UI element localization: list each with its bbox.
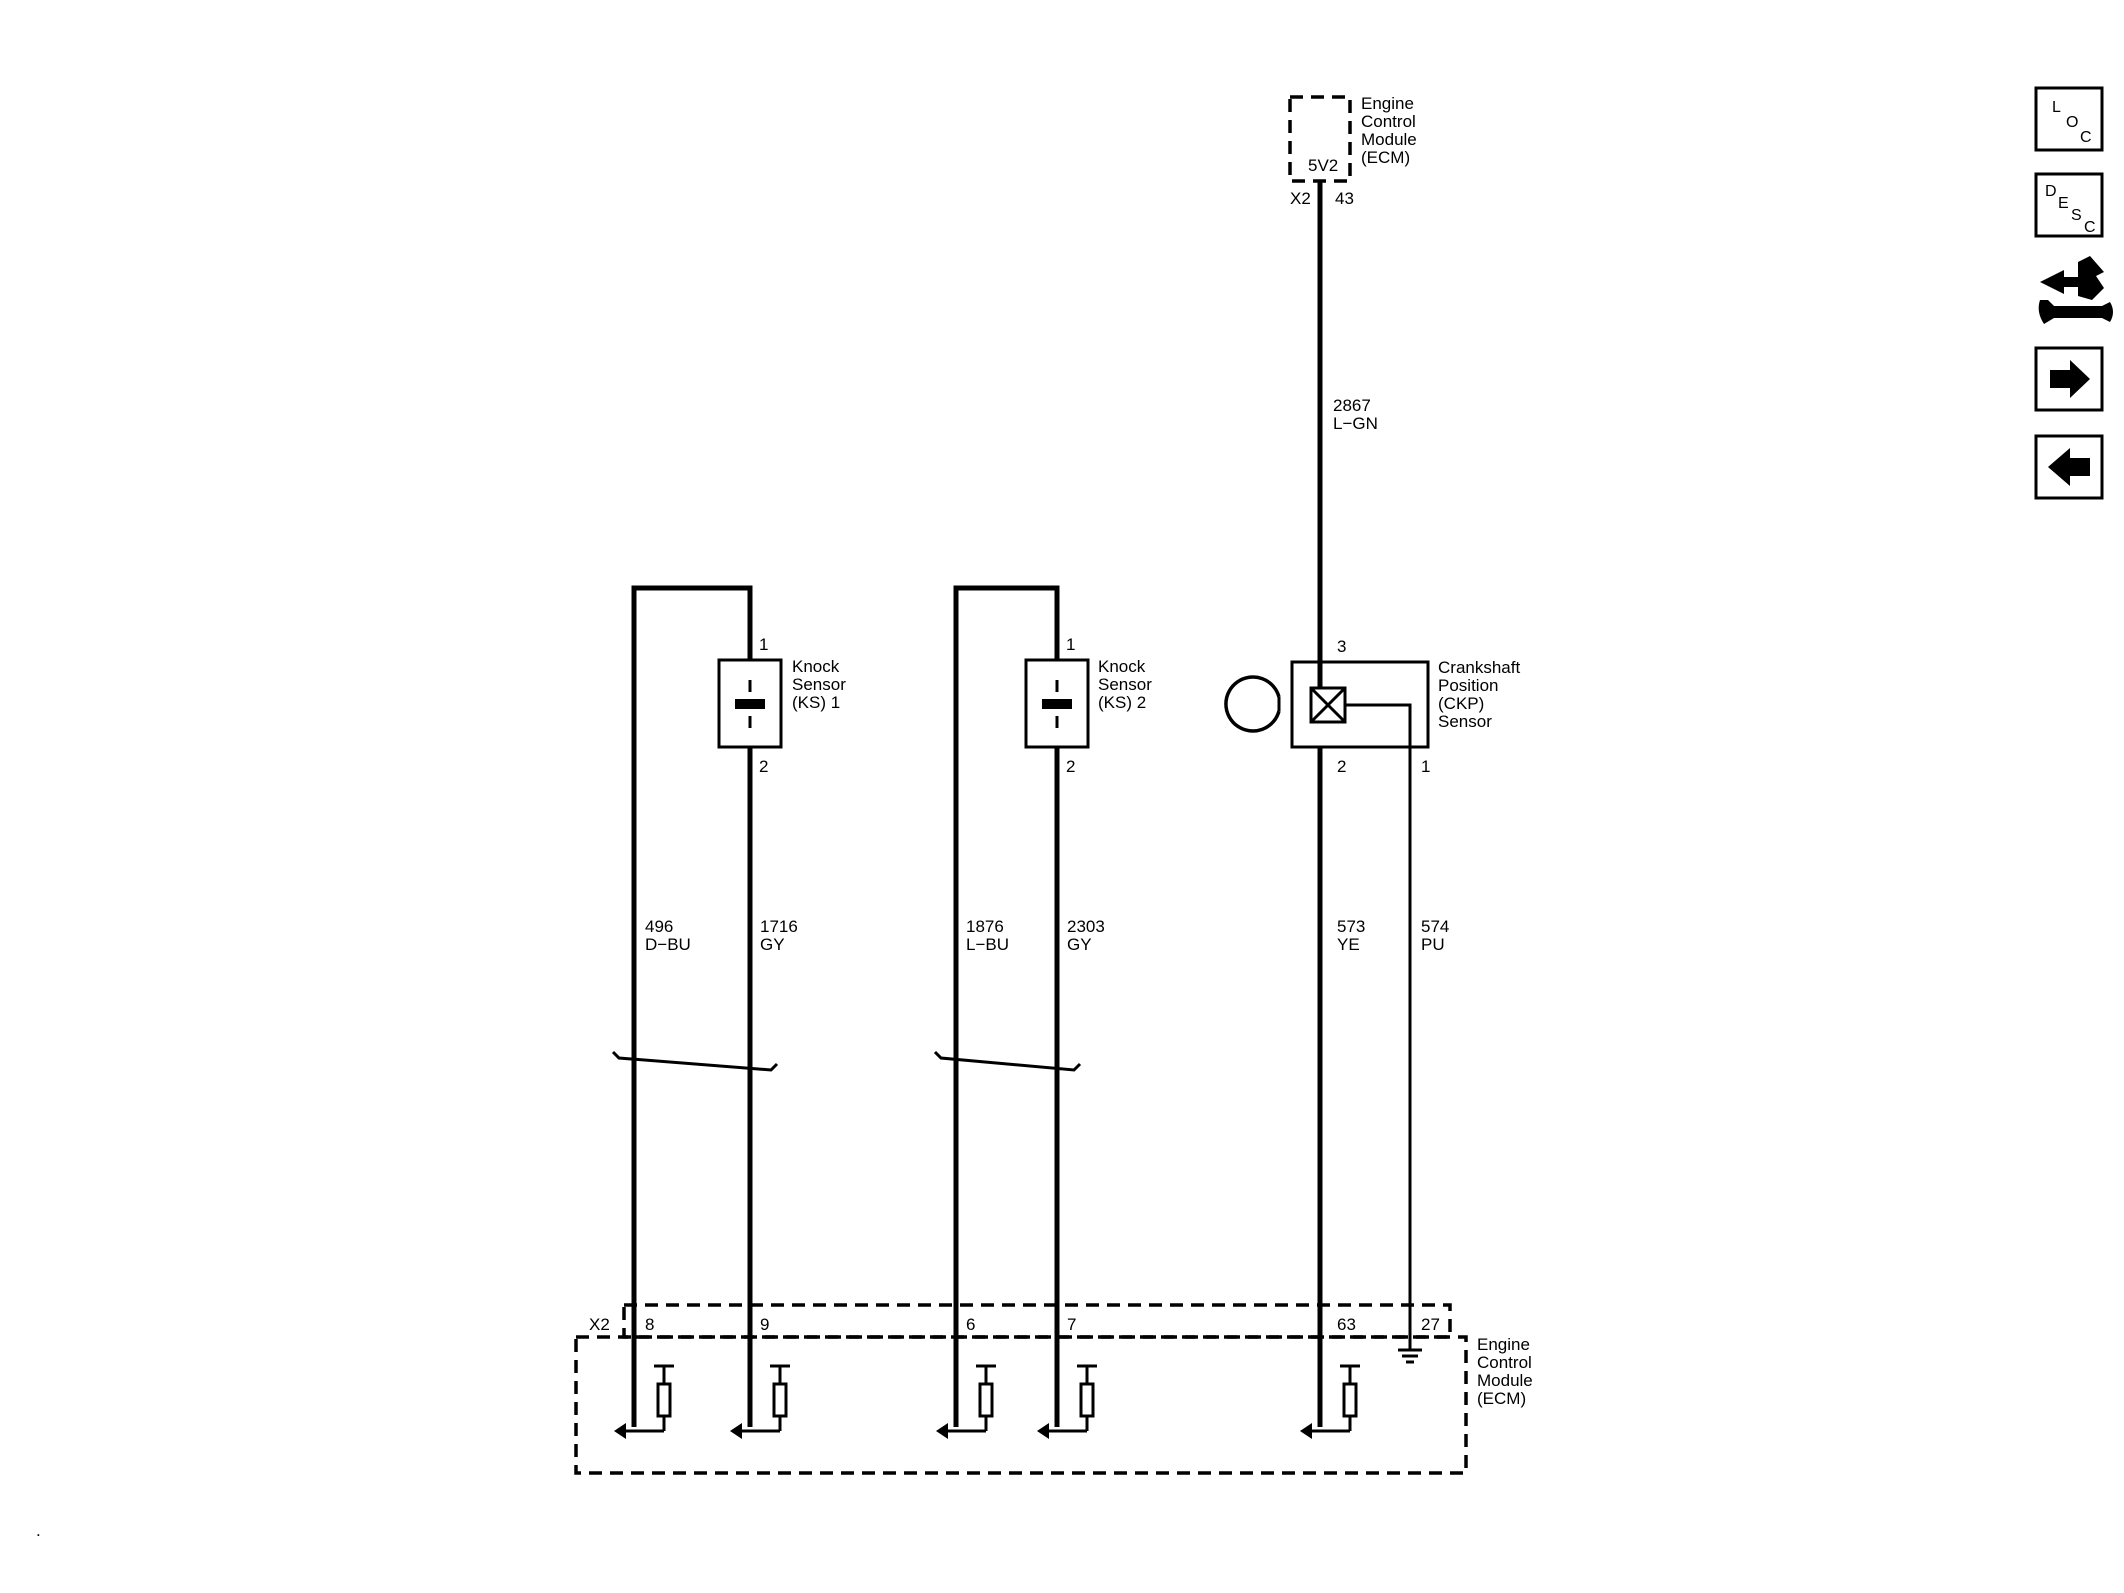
ecm-input-resistor-pin-63 xyxy=(1342,1382,1358,1418)
wire-1716-circuit: 1716 xyxy=(760,917,798,936)
ecm-pin-8: 8 xyxy=(645,1315,654,1334)
ecm-bottom-name-3: Module xyxy=(1477,1371,1533,1390)
wire-2867-color: L−GN xyxy=(1333,414,1378,433)
ecm-bottom-connector: X2 xyxy=(589,1315,610,1334)
ecm-pin-6: 6 xyxy=(966,1315,975,1334)
ecm-top-name-1: Engine xyxy=(1361,94,1414,113)
wire-labels: 496 D−BU 1716 GY 1876 L−BU 2303 GY 573 Y… xyxy=(645,917,1449,954)
wire-2867-circuit: 2867 xyxy=(1333,396,1371,415)
wire-573-color: YE xyxy=(1337,935,1360,954)
ecm-input-arrow-pin-6 xyxy=(936,1423,948,1439)
ecm-top-name-4: (ECM) xyxy=(1361,148,1410,167)
ecm-top-module: 5V2 X2 43 Engine Control Module (ECM) xyxy=(1288,94,1417,208)
ckp-name-3: (CKP) xyxy=(1438,694,1484,713)
location-button[interactable]: L O C xyxy=(2034,86,2104,152)
ecm-input-resistor-pin-8 xyxy=(656,1382,672,1418)
ckp-name-4: Sensor xyxy=(1438,712,1492,731)
ks2-name-2: Sensor xyxy=(1098,675,1152,694)
page-dot: . xyxy=(36,1521,41,1540)
ks2-name-3: (KS) 2 xyxy=(1098,693,1146,712)
ecm-pin-27: 27 xyxy=(1421,1315,1440,1334)
loc-letter-c: C xyxy=(2080,129,2092,146)
arrow-left-icon xyxy=(2048,448,2090,486)
ecm-pin-9: 9 xyxy=(760,1315,769,1334)
knock-sensor-1: 1 2 Knock Sensor (KS) 1 xyxy=(631,585,846,1427)
desc-letter-s: S xyxy=(2071,207,2082,224)
ecm-bottom-name-2: Control xyxy=(1477,1353,1532,1372)
ckp-pin-right: 1 xyxy=(1421,757,1430,776)
next-button[interactable] xyxy=(2034,346,2104,412)
ecm-input-resistor-pin-7 xyxy=(1079,1382,1095,1418)
ecm-pin-63: 63 xyxy=(1337,1315,1356,1334)
ks2-pin-top: 1 xyxy=(1066,635,1075,654)
arrow-right-icon xyxy=(2050,360,2090,398)
ecm-top-name-3: Module xyxy=(1361,130,1417,149)
ecm-top-pin: 43 xyxy=(1335,189,1354,208)
wire-1876-color: L−BU xyxy=(966,935,1009,954)
description-button[interactable]: D E S C xyxy=(2034,172,2104,238)
twisted-pair-ks1 xyxy=(611,1050,779,1072)
ckp-name-1: Crankshaft xyxy=(1438,658,1520,677)
ckp-name-2: Position xyxy=(1438,676,1498,695)
ecm-top-connector: X2 xyxy=(1290,189,1311,208)
ks2-pin-bottom: 2 xyxy=(1066,757,1075,776)
ks1-pin-top: 1 xyxy=(759,635,768,654)
wire-1876-circuit: 1876 xyxy=(966,917,1004,936)
desc-letter-c: C xyxy=(2084,219,2096,236)
previous-button[interactable] xyxy=(2034,434,2104,500)
loc-letter-o: O xyxy=(2066,114,2078,131)
wire-573-circuit: 573 xyxy=(1337,917,1365,936)
wire-2303-color: GY xyxy=(1067,935,1092,954)
ckp-sensor: 3 2 1 Crankshaft Position (CKP) Sensor xyxy=(1224,637,1520,1427)
desc-letter-d: D xyxy=(2045,183,2057,200)
wire-496-color: D−BU xyxy=(645,935,691,954)
ecm-input-resistor-pin-6 xyxy=(978,1382,994,1418)
ks1-pin-bottom: 2 xyxy=(759,757,768,776)
connector-wrench-button[interactable] xyxy=(2038,256,2113,324)
ks1-name-2: Sensor xyxy=(792,675,846,694)
ecm-input-arrow-pin-9 xyxy=(730,1423,742,1439)
ground-icon xyxy=(1398,1348,1422,1364)
wire-574-color: PU xyxy=(1421,935,1445,954)
ecm-input-arrow-pin-7 xyxy=(1037,1423,1049,1439)
connector-wrench-icon xyxy=(2038,256,2113,324)
ecm-bottom-module: X2 8 9 6 7 63 27 Engine Control Module (… xyxy=(574,1303,1533,1475)
wire-574-circuit: 574 xyxy=(1421,917,1449,936)
ecm-input-resistor-pin-9 xyxy=(772,1382,788,1418)
ecm-input-arrow-pin-8 xyxy=(614,1423,626,1439)
wire-2867: 2867 L−GN xyxy=(1317,181,1378,682)
ecm-input-circuits xyxy=(614,1364,1360,1439)
ckp-pin-left: 2 xyxy=(1337,757,1346,776)
wire-496-circuit: 496 xyxy=(645,917,673,936)
twisted-pair-ks2 xyxy=(933,1050,1082,1072)
ecm-bottom-name-1: Engine xyxy=(1477,1335,1530,1354)
loc-letter-l: L xyxy=(2052,99,2061,116)
ks2-name-1: Knock xyxy=(1098,657,1146,676)
reluctor-wheel-icon xyxy=(1224,675,1281,733)
ecm-bottom-name-4: (ECM) xyxy=(1477,1389,1526,1408)
ks1-name-3: (KS) 1 xyxy=(792,693,840,712)
wire-1716-color: GY xyxy=(760,935,785,954)
ecm-top-name-2: Control xyxy=(1361,112,1416,131)
knock-sensor-2: 1 2 Knock Sensor (KS) 2 xyxy=(953,585,1152,1427)
ecm-pin-7: 7 xyxy=(1067,1315,1076,1334)
wire-2303-circuit: 2303 xyxy=(1067,917,1105,936)
ecm-top-terminal: 5V2 xyxy=(1308,156,1338,175)
ecm-input-arrow-pin-63 xyxy=(1300,1423,1312,1439)
ks1-name-1: Knock xyxy=(792,657,840,676)
ckp-pin-top: 3 xyxy=(1337,637,1346,656)
desc-letter-e: E xyxy=(2058,195,2069,212)
